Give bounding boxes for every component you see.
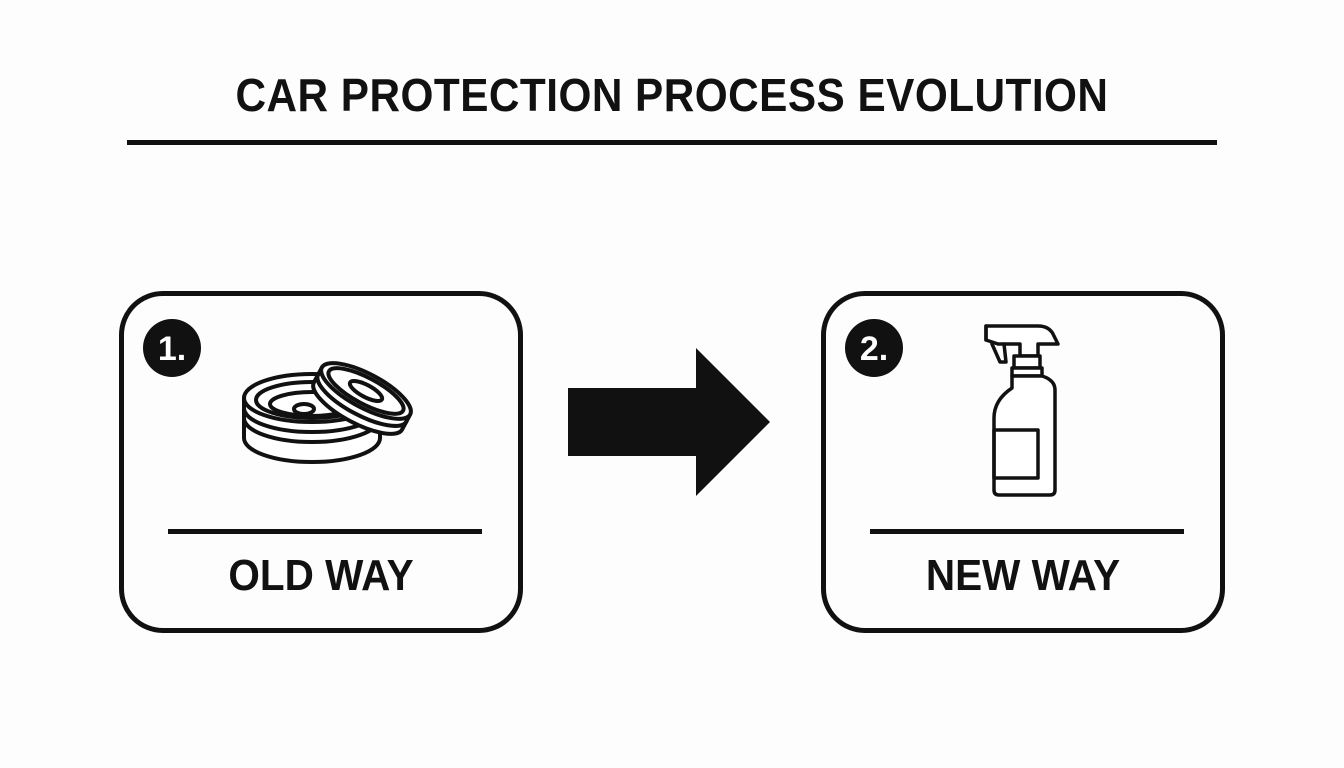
page-title: CAR PROTECTION PROCESS EVOLUTION [235, 69, 1109, 121]
spray-bottle-icon [976, 318, 1066, 508]
right-arrow-icon [568, 348, 770, 501]
step-card-new-way: 2. NEW WAY [821, 291, 1225, 633]
step-label: OLD WAY [228, 551, 414, 600]
step-number-badge: 1. [143, 319, 201, 377]
wax-tin-icon [234, 346, 424, 481]
title-divider [127, 140, 1217, 145]
card-divider [870, 529, 1184, 534]
step-number-badge: 2. [845, 319, 903, 377]
step-card-old-way: 1. O [119, 291, 523, 633]
step-label: NEW WAY [925, 551, 1121, 600]
card-divider [168, 529, 482, 534]
